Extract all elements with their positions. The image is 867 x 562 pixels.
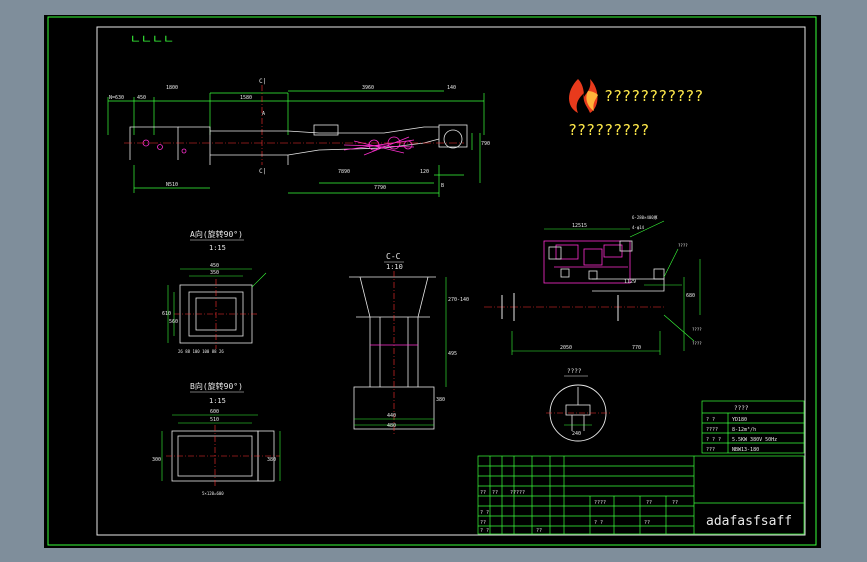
svg-text:1580: 1580 <box>240 95 252 101</box>
svg-text:4-φ14: 4-φ14 <box>632 225 645 230</box>
svg-text:300: 300 <box>152 457 161 463</box>
svg-text:??: ?? <box>644 520 650 526</box>
svg-text:6-280×400厚: 6-280×400厚 <box>632 215 658 220</box>
company-name-line: ??????????? <box>604 87 703 105</box>
svg-text:5×120=600: 5×120=600 <box>202 491 224 496</box>
svg-text:1800: 1800 <box>166 85 178 91</box>
main-elevation-view: N=630 450 1800 1580 3960 140 790 7890 77… <box>107 78 490 197</box>
svg-text:N=630: N=630 <box>109 95 124 101</box>
svg-text:N510: N510 <box>166 182 178 188</box>
company-logo: ??????????? ????????? <box>568 79 703 139</box>
svg-text:240: 240 <box>572 431 581 437</box>
company-sub-line: ????????? <box>568 121 649 139</box>
svg-text:C|: C| <box>259 78 266 85</box>
drawing-canvas[interactable]: ㄴㄴㄴㄴ <box>44 15 821 548</box>
svg-text:600: 600 <box>210 409 219 415</box>
inner-frame <box>96 26 806 536</box>
svg-text:???: ??? <box>706 447 715 453</box>
svg-text:120: 120 <box>420 169 429 175</box>
detail-view: ???? 240 <box>546 368 610 442</box>
svg-text:NBW13-180: NBW13-180 <box>732 447 759 453</box>
svg-text:??: ?? <box>536 528 542 534</box>
svg-text:????: ???? <box>567 368 582 375</box>
title-block <box>477 455 805 535</box>
svg-text:140: 140 <box>447 85 456 91</box>
svg-text:510: 510 <box>210 417 219 423</box>
svg-text:? ?: ? ? <box>480 528 489 534</box>
svg-text:26 88 100 100 88 26: 26 88 100 100 88 26 <box>178 349 224 354</box>
svg-text:????: ???? <box>678 243 688 248</box>
corner-marks: ㄴㄴㄴㄴ <box>130 32 174 46</box>
svg-text:12515: 12515 <box>572 223 587 229</box>
svg-text:C-C: C-C <box>386 252 401 261</box>
svg-text:7790: 7790 <box>374 185 386 191</box>
svg-text:8-12m³/h: 8-12m³/h <box>732 427 756 433</box>
svg-text:1129: 1129 <box>624 279 636 285</box>
svg-text:560: 560 <box>169 319 178 325</box>
svg-text:C|: C| <box>259 168 266 175</box>
svg-text:350: 350 <box>210 270 219 276</box>
svg-text:770: 770 <box>632 345 641 351</box>
svg-text:495: 495 <box>448 351 457 357</box>
svg-text:? ?: ? ? <box>594 520 603 526</box>
company-name: adafasfsaff <box>706 514 792 529</box>
svg-text:1:15: 1:15 <box>209 244 226 252</box>
svg-text:2050: 2050 <box>560 345 572 351</box>
svg-text:????: ???? <box>692 341 702 346</box>
svg-text:B向(旋转90°): B向(旋转90°) <box>190 381 243 391</box>
svg-text:450: 450 <box>210 263 219 269</box>
view-a: A向(旋转90°) 1:15 450 350 <box>162 229 267 354</box>
svg-text:450: 450 <box>137 95 146 101</box>
svg-text:????: ???? <box>594 500 606 506</box>
svg-text:7890: 7890 <box>338 169 350 175</box>
side-plan-view: 12515 2050 770 680 1129 6-280×400厚 4-φ14… <box>484 215 702 355</box>
svg-text:? ?: ? ? <box>480 510 489 516</box>
view-b: B向(旋转90°) 1:15 600 510 380 <box>152 381 281 496</box>
svg-text:??: ?? <box>492 490 498 496</box>
svg-text:680: 680 <box>686 293 695 299</box>
svg-text:B: B <box>441 183 444 189</box>
svg-text:????: ???? <box>734 405 749 412</box>
svg-text:790: 790 <box>481 141 490 147</box>
svg-text:A: A <box>262 111 265 117</box>
svg-text:270-140: 270-140 <box>448 297 469 303</box>
drawing-svg: ㄴㄴㄴㄴ <box>47 16 817 546</box>
svg-text:??: ?? <box>672 500 678 506</box>
svg-text:440: 440 <box>387 413 396 419</box>
svg-text:? ? ?: ? ? ? <box>706 437 721 443</box>
outer-frame <box>47 16 817 546</box>
svg-text:????: ???? <box>706 427 718 433</box>
svg-text:??: ?? <box>480 520 486 526</box>
svg-text:610: 610 <box>162 311 171 317</box>
section-cc-view: C-C 1:10 <box>349 252 469 435</box>
svg-text:??: ?? <box>646 500 652 506</box>
svg-text:??: ?? <box>480 490 486 496</box>
svg-text:? ?: ? ? <box>706 417 715 423</box>
svg-text:380: 380 <box>436 397 445 403</box>
svg-text:3960: 3960 <box>362 85 374 91</box>
svg-text:1:10: 1:10 <box>386 263 403 271</box>
svg-text:YD180: YD180 <box>732 417 747 423</box>
svg-text:A向(旋转90°): A向(旋转90°) <box>190 229 243 239</box>
svg-text:480: 480 <box>387 423 396 429</box>
svg-text:?????: ????? <box>510 490 525 496</box>
svg-text:5.5KW 380V 50Hz: 5.5KW 380V 50Hz <box>732 437 777 443</box>
params-table <box>701 400 805 454</box>
svg-text:1:15: 1:15 <box>209 397 226 405</box>
svg-text:380: 380 <box>267 457 276 463</box>
flame-logo-icon <box>569 79 598 113</box>
svg-text:????: ???? <box>692 327 702 332</box>
